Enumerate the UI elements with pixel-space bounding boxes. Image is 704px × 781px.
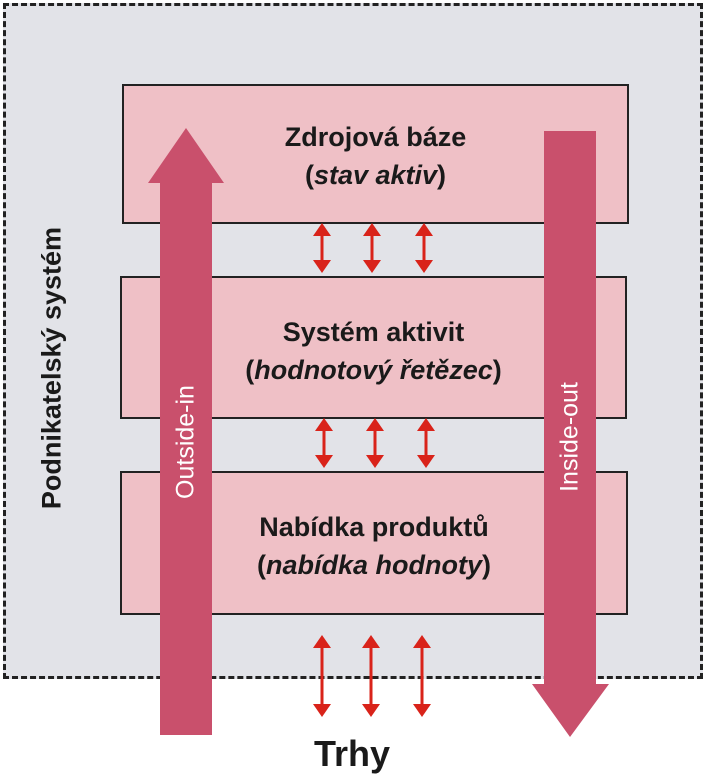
layer-resource-base-title: Zdrojová báze [284, 122, 467, 152]
markets-label: Trhy [313, 733, 391, 774]
layer-activity-system-title: Systém aktivit [282, 317, 465, 347]
layer-activity-system-subtitle: (hodnotový řetězec) [245, 355, 502, 385]
layer-resource-base-subtitle: (stav aktiv) [304, 160, 447, 190]
outside-in-label: Outside-in [171, 385, 200, 499]
inside-out-label: Inside-out [555, 382, 584, 492]
layer-product-offer-title: Nabídka produktů [259, 512, 489, 542]
inside-out-arrow [532, 131, 609, 737]
layer-product-offer-subtitle: (nabídka hodnoty) [257, 550, 491, 580]
